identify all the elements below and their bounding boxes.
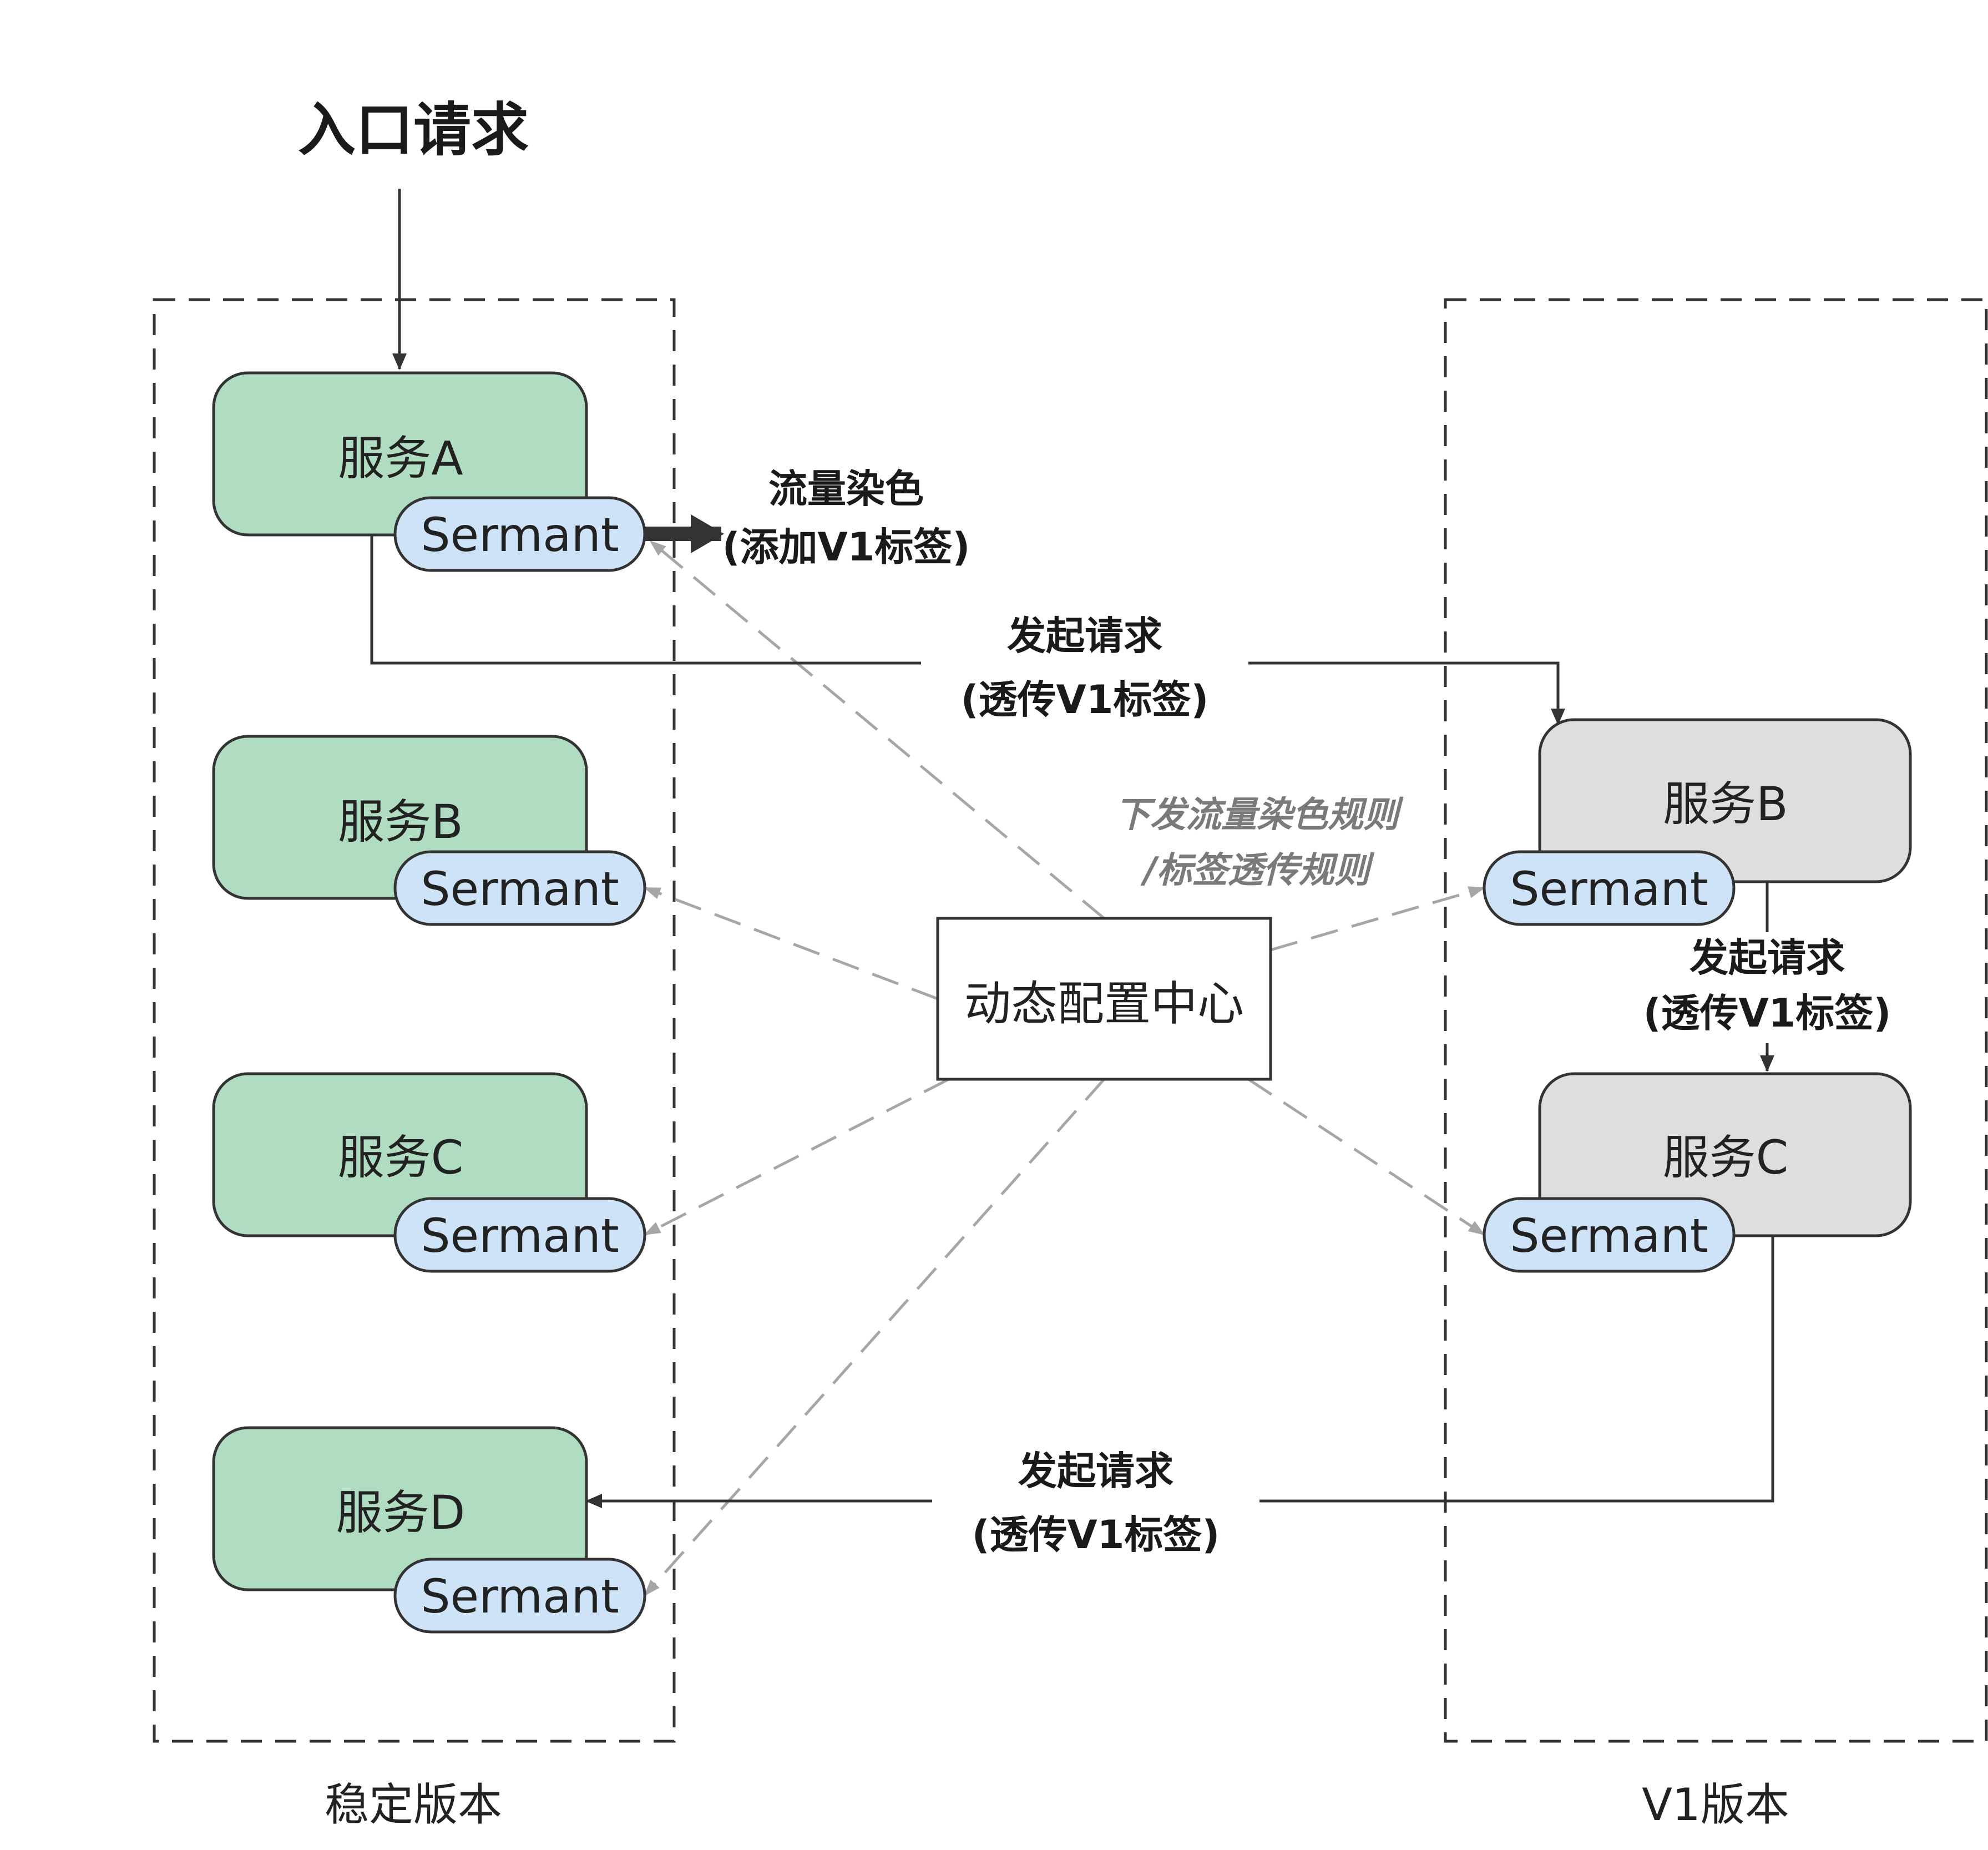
sermant-b [393,850,646,926]
config-to-sermant-b-line [644,886,938,1000]
config-to-v1-sermant-c-line [1247,1078,1485,1236]
req-b-c-label-line2: (透传V1标签) [1643,990,1891,1036]
sermant-b-label: Sermant [421,862,619,916]
sermant-a-label: Sermant [421,508,619,562]
v1-service-c-name: 服务C [1663,1130,1789,1185]
stable-group-box [153,298,676,1743]
v1-sermant-b [1483,850,1736,926]
req-c-d-label-line1: 发起请求 [1018,1448,1173,1494]
config-center: 动态配置中心 [936,917,1272,1081]
service-d: 服务D Sermant [212,1426,646,1634]
req-b-c-label-line1: 发起请求 [1689,935,1845,980]
config-to-sermant-d-line [644,1078,1105,1596]
req-b-c-label-bg [1642,932,1892,1043]
dye-label-line2: (添加V1标签) [722,524,970,570]
v1-sermant-c-label: Sermant [1510,1209,1708,1263]
sermant-a [393,496,646,572]
service-d-name: 服务D [336,1485,466,1540]
req-a-b-label-line1: 发起请求 [1007,613,1162,659]
sermant-c-label: Sermant [421,1209,619,1263]
config-center-box [936,917,1272,1081]
stable-group-label: 稳定版本 [325,1779,502,1831]
req-a-b-label-line2: (透传V1标签) [961,677,1209,722]
v1-sermant-b-label: Sermant [1510,862,1708,916]
service-c-name: 服务C [338,1130,464,1185]
v1-service-b-name: 服务B [1663,777,1788,831]
v1-service-b: 服务B Sermant [1483,718,1912,926]
service-c: 服务C Sermant [212,1072,646,1273]
service-a: 服务A Sermant [212,371,646,572]
v1-group-label: V1版本 [1642,1779,1789,1831]
config-to-sermant-c-line [644,1078,950,1236]
req-c-d-label-line2: (透传V1标签) [972,1512,1220,1558]
v1-service-c: 服务C Sermant [1483,1072,1912,1273]
rules-label-line1: 下发流量染色规则 [1115,795,1404,836]
config-center-label: 动态配置中心 [964,977,1244,1031]
service-b: 服务B Sermant [212,735,646,926]
service-b-name: 服务B [338,795,463,849]
req-a-b-label-bg [921,609,1248,734]
config-to-sermant-a-line [649,540,1105,919]
config-to-v1-sermant-b-line [1270,886,1485,952]
sermant-d-label: Sermant [421,1569,619,1624]
rules-label-line2: /标签透传规则 [1140,850,1374,891]
v1-group-box [1444,298,1988,1743]
v1-sermant-c [1483,1197,1736,1273]
entry-title: 入口请求 [298,96,529,164]
sermant-c [393,1197,646,1273]
dye-label-line1: 流量染色 [768,466,924,512]
req-c-d-label-bg [932,1443,1259,1568]
sermant-d [393,1558,646,1634]
service-a-name: 服务A [338,431,463,486]
